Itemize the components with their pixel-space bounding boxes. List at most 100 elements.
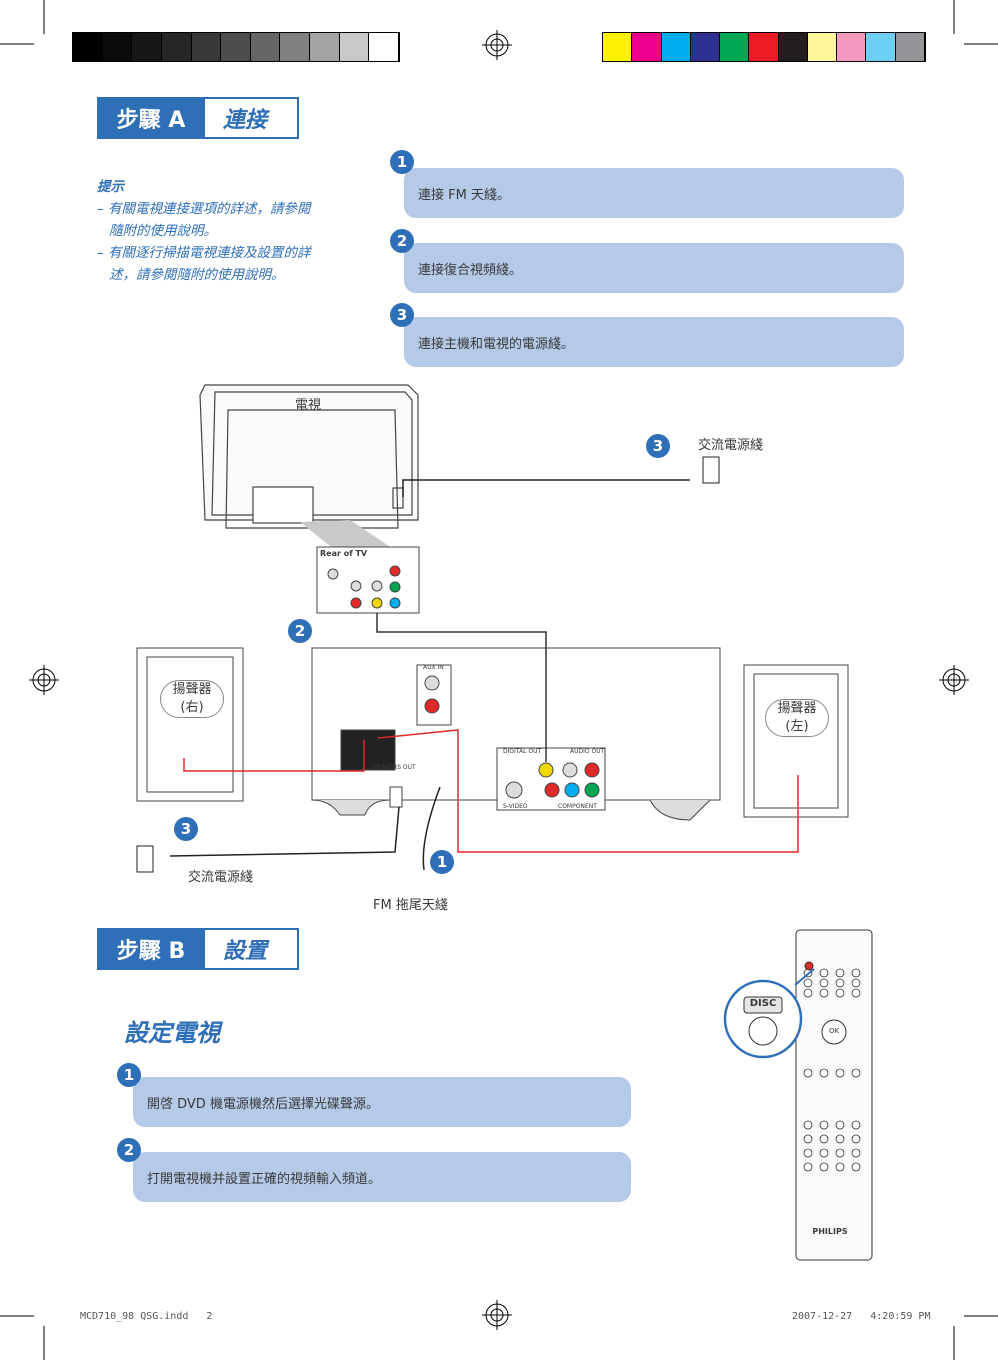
speaker-right-label: 揚聲器 (右) — [160, 680, 224, 718]
gray-swatch-bar — [72, 32, 400, 62]
gray-swatch-8 — [310, 33, 340, 61]
gray-swatch-4 — [191, 33, 222, 61]
remote-brand-label: PHILIPS — [812, 1227, 848, 1236]
remote-button — [819, 1120, 829, 1130]
remote-button — [835, 1068, 845, 1078]
remote-button — [851, 968, 861, 978]
gray-swatch-9 — [339, 33, 370, 61]
remote-button — [851, 1148, 861, 1158]
step-a-item-3-text: 連接主機和電視的電源綫。 — [418, 336, 575, 352]
registration-target-top — [482, 30, 512, 60]
speaker-left-label: 揚聲器 (左) — [765, 699, 829, 737]
color-swatch-9 — [866, 33, 896, 61]
tip-line-3: – 有關逐行掃描電視連接及設置的詳 — [97, 245, 311, 261]
step-b-label: 步驟 B — [97, 928, 205, 970]
color-swatch-1 — [632, 33, 662, 61]
remote-button — [851, 978, 861, 988]
remote-button — [851, 1068, 861, 1078]
svideo-label: S-VIDEO — [503, 803, 528, 810]
gray-swatch-5 — [221, 33, 251, 61]
color-swatch-7 — [807, 33, 838, 61]
ac-plug-bottom — [136, 845, 154, 873]
fm-cable — [422, 786, 441, 871]
main-unit-rear — [311, 647, 721, 821]
remote-button — [819, 988, 829, 998]
tv-label: 電視 — [295, 398, 322, 413]
remote-button — [803, 1068, 813, 1078]
remote-button — [803, 1120, 813, 1130]
section-title: 設定電視 — [124, 1019, 220, 1047]
step-a-num-3: 3 — [390, 303, 414, 327]
step-a-label: 步驟 A — [97, 97, 205, 139]
remote-button — [819, 1134, 829, 1144]
speaker-cable-right — [183, 740, 365, 772]
gray-swatch-0 — [73, 33, 103, 61]
fm-antenna-label: FM 拖尾天綫 — [373, 898, 448, 913]
color-swatch-bar — [602, 32, 926, 62]
step-a-title: 連接 — [205, 97, 299, 139]
ac-cord-bottom-label: 交流電源綫 — [188, 870, 254, 885]
gray-swatch-10 — [369, 33, 400, 61]
color-swatch-2 — [661, 33, 691, 61]
step-a-num-2: 2 — [390, 229, 414, 253]
color-swatch-3 — [690, 33, 721, 61]
remote-button — [851, 1120, 861, 1130]
audio-out-label: AUDIO OUT — [570, 748, 605, 755]
remote-button — [835, 1162, 845, 1172]
remote-button — [819, 1068, 829, 1078]
speaker-right-text: 揚聲器 (右) — [172, 682, 212, 715]
registration-target-bottom — [482, 1300, 512, 1330]
step-b-title: 設置 — [205, 928, 299, 970]
diagram-badge-fm: 1 — [430, 850, 454, 874]
remote-button — [803, 1134, 813, 1144]
color-swatch-0 — [603, 33, 633, 61]
tip-line-1: – 有關電視連接選項的詳述，請參閱 — [97, 201, 311, 217]
step-a-item-2: 連接復合視頻綫。 — [404, 243, 904, 293]
color-swatch-6 — [778, 33, 808, 61]
remote-button — [819, 1162, 829, 1172]
footer-date: 2007-12-27 4:20:59 PM — [792, 1311, 931, 1322]
speaker-right-box — [136, 647, 244, 802]
gray-swatch-3 — [161, 33, 192, 61]
ac-cable-unit — [169, 806, 400, 857]
aux-in-label: AUX IN — [423, 664, 444, 671]
zoom-wedge — [300, 520, 392, 550]
rear-of-tv-label: Rear of TV — [320, 549, 368, 558]
gray-swatch-2 — [132, 33, 162, 61]
gray-swatch-1 — [102, 33, 133, 61]
remote-button — [819, 1148, 829, 1158]
remote-button — [835, 978, 845, 988]
gray-swatch-6 — [250, 33, 281, 61]
speakers-out-label: SPEAKERS OUT — [370, 764, 416, 771]
step-a-num-1: 1 — [390, 150, 414, 174]
component-label: COMPONENT — [558, 803, 597, 810]
remote-button — [835, 1120, 845, 1130]
remote-button — [835, 968, 845, 978]
remote-button — [851, 1134, 861, 1144]
remote-button — [803, 1148, 813, 1158]
tip-heading: 提示 — [97, 179, 124, 195]
speaker-left-text: 揚聲器 (左) — [777, 701, 817, 734]
step-a-item-1-text: 連接 FM 天綫。 — [418, 187, 510, 203]
remote-button — [803, 988, 813, 998]
registration-target-left — [29, 665, 59, 695]
remote-button — [819, 968, 829, 978]
remote-button — [819, 978, 829, 988]
diagram-badge-video: 2 — [288, 619, 312, 643]
connection-diagram — [136, 384, 849, 873]
digital-out-label: DIGITAL OUT — [503, 748, 542, 755]
tip-block: 提示 – 有關電視連接選項的詳述，請參閱 隨附的使用說明。 – 有關逐行掃描電視… — [97, 176, 367, 286]
tip-line-2: 隨附的使用說明。 — [109, 223, 217, 239]
step-b-item-1-text: 開啓 DVD 機電源機然后選擇光碟聲源。 — [147, 1096, 379, 1112]
remote-control — [723, 929, 873, 1261]
color-swatch-4 — [720, 33, 750, 61]
speaker-left-box — [743, 664, 849, 818]
step-b-num-1: 1 — [117, 1063, 141, 1087]
rear-of-tv-panel — [316, 546, 420, 614]
remote-button — [803, 978, 813, 988]
step-b-item-1: 開啓 DVD 機電源機然后選擇光碟聲源。 — [133, 1077, 631, 1127]
color-swatch-10 — [895, 33, 925, 61]
step-a-item-1: 連接 FM 天綫。 — [404, 168, 904, 218]
ac-plug-top — [702, 456, 720, 484]
